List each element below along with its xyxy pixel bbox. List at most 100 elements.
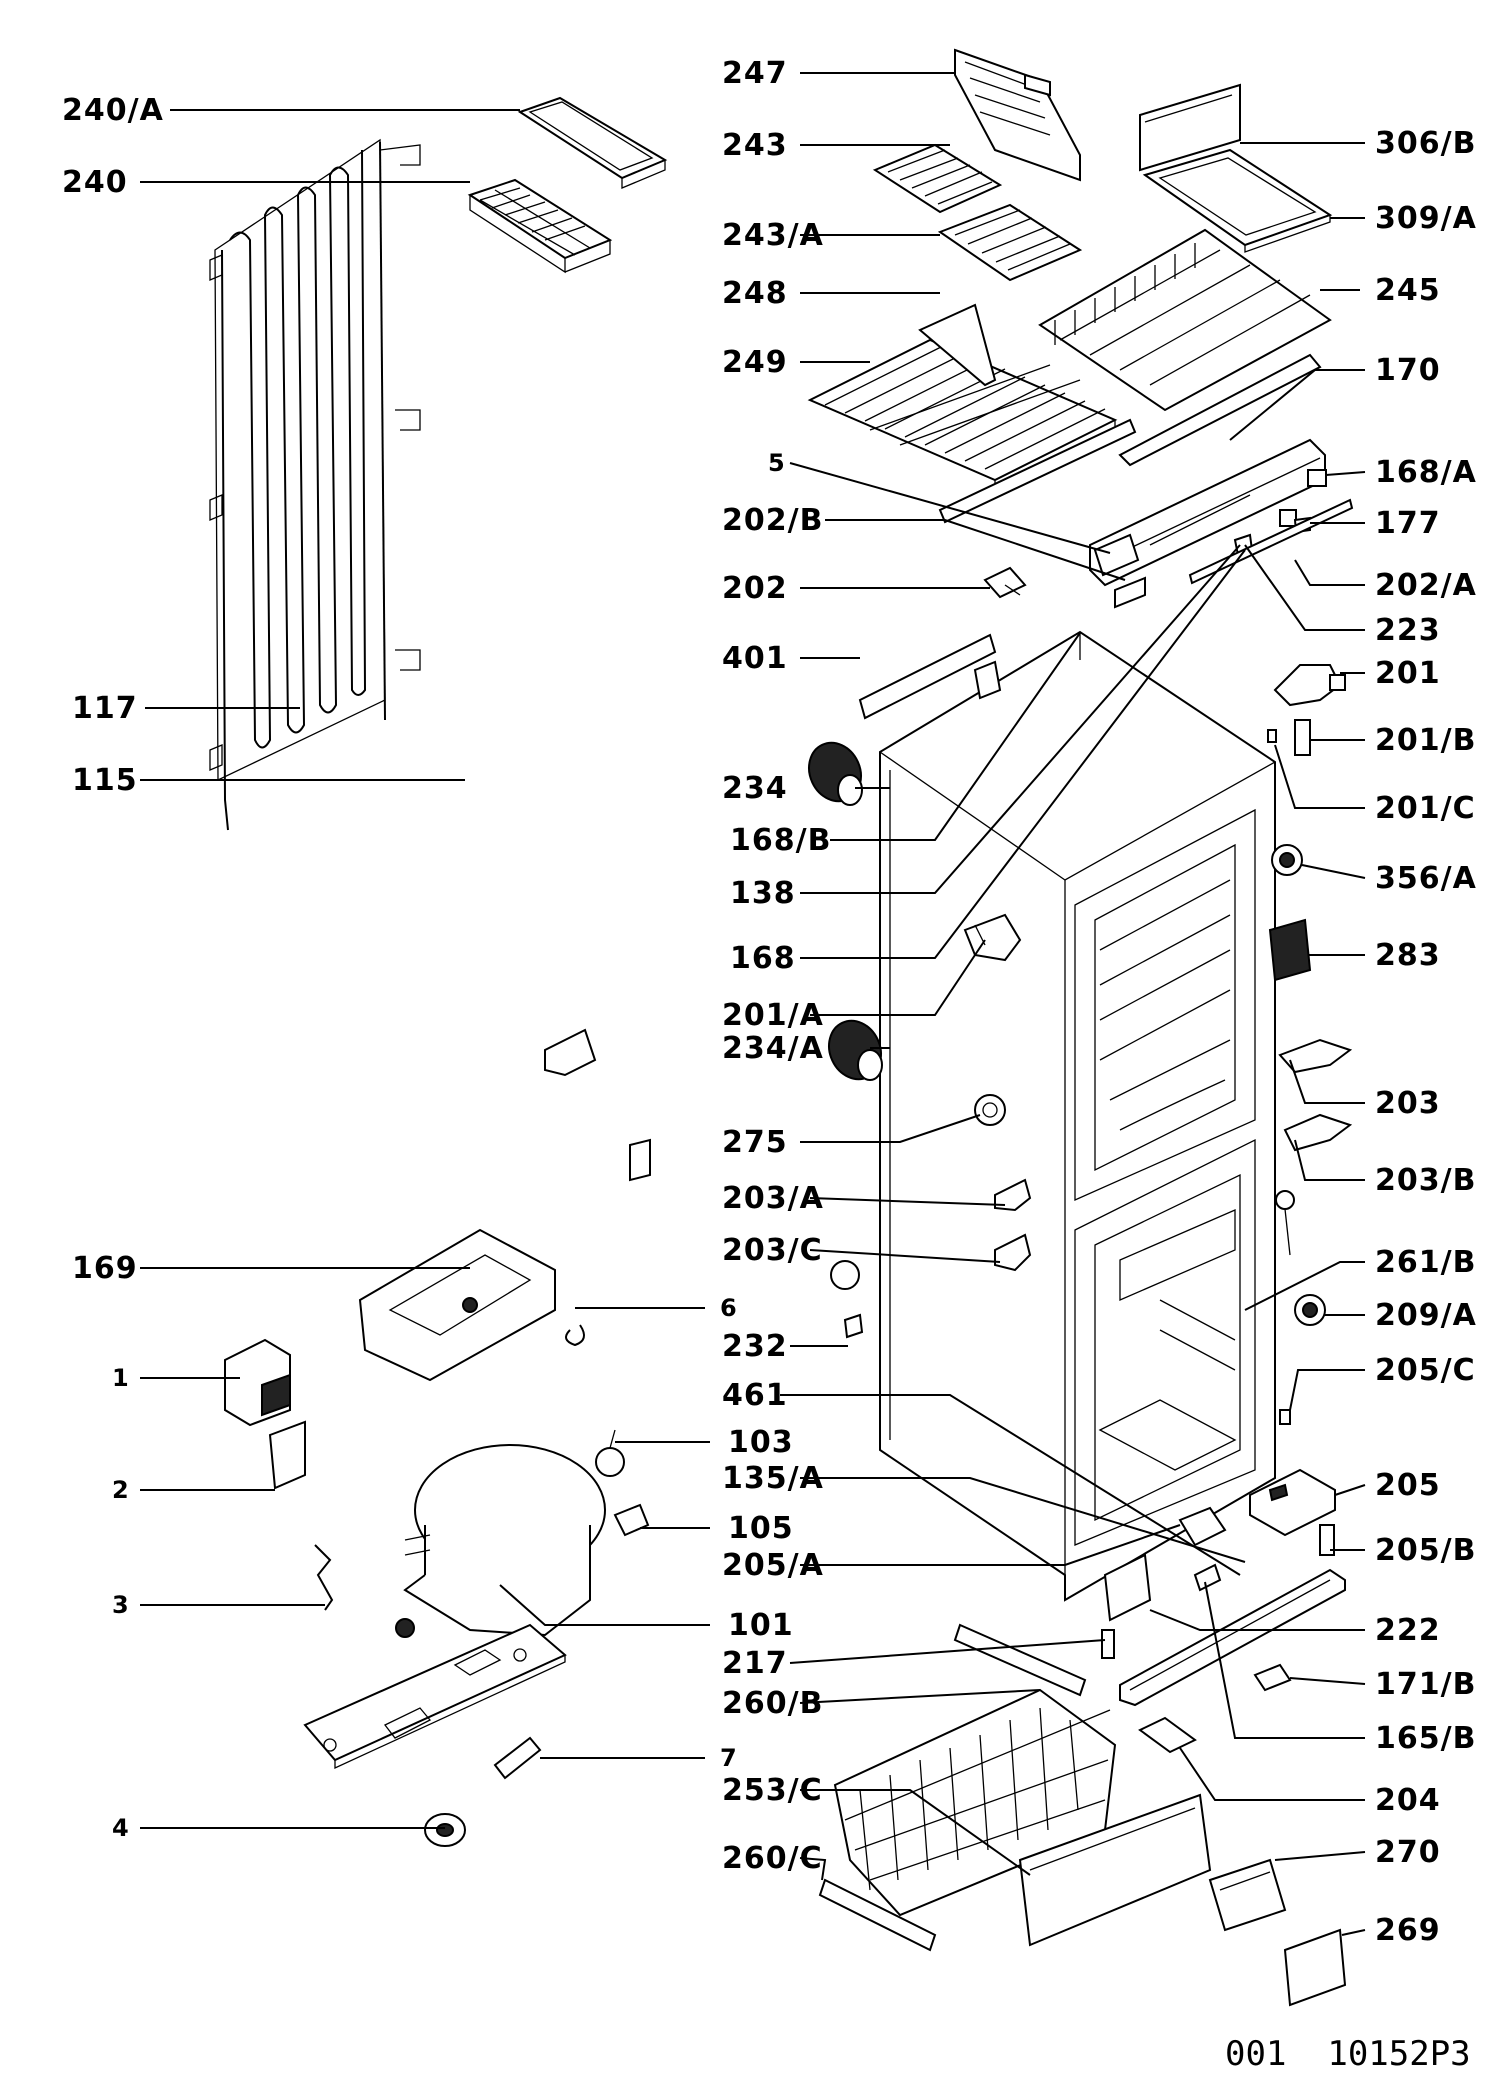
bracket-203b (1283, 1113, 1353, 1152)
label-247: 247 (722, 56, 788, 91)
label-232: 232 (722, 1329, 788, 1364)
label-205c: 205/C (1375, 1353, 1476, 1388)
drip-tray-309a (1142, 148, 1333, 253)
control-box-205 (1249, 1468, 1336, 1537)
evaporator-fan-234 (808, 741, 863, 806)
label-201a: 201/A (722, 998, 824, 1033)
knob-275 (974, 1094, 1006, 1126)
starter-105 (613, 1503, 650, 1537)
label-170: 170 (1375, 353, 1441, 388)
door-tray-222 (1119, 1568, 1346, 1707)
small-clips-top (1188, 469, 1354, 585)
ice-tray-cover (517, 96, 668, 189)
label-461: 461 (722, 1378, 788, 1413)
crisper-cover-247 (954, 48, 1081, 182)
label-101: 101 (728, 1608, 794, 1643)
label-240a: 240/A (62, 93, 164, 128)
label-2: 2 (112, 1476, 130, 1504)
fan-209a (1294, 1294, 1326, 1326)
label-261b: 261/B (1375, 1245, 1476, 1280)
cable-3 (314, 1544, 334, 1611)
bracket-203 (1278, 1038, 1353, 1074)
label-306b: 306/B (1375, 126, 1476, 161)
label-201b: 201/B (1375, 723, 1476, 758)
switch-356a (1271, 844, 1303, 876)
glide-260b (953, 1623, 1087, 1697)
grommet-4 (424, 1813, 466, 1847)
shelf-grate-243 (872, 143, 1083, 282)
label-260c: 260/C (722, 1841, 823, 1876)
shelf-trims (938, 353, 1322, 524)
label-115: 115 (72, 763, 138, 798)
hinge-pin-217 (1101, 1629, 1115, 1659)
label-5: 5 (768, 449, 786, 477)
clip-171b (1253, 1663, 1292, 1692)
label-1: 1 (112, 1364, 130, 1392)
label-168: 168 (730, 941, 796, 976)
label-3: 3 (112, 1591, 130, 1619)
thermostat-probe (1275, 1190, 1295, 1256)
handle-270 (1208, 1858, 1287, 1932)
label-248: 248 (722, 276, 788, 311)
label-203c: 203/C (722, 1233, 823, 1268)
label-223: 223 (1375, 613, 1441, 648)
compressor-101 (403, 1444, 606, 1637)
label-234: 234 (722, 771, 788, 806)
sleeve-7 (493, 1736, 542, 1780)
label-240: 240 (62, 165, 128, 200)
label-243: 243 (722, 128, 788, 163)
label-243a: 243/A (722, 218, 824, 253)
label-169: 169 (72, 1251, 138, 1286)
label-plate-269 (1283, 1928, 1347, 2007)
light-diffuser-401 (858, 633, 1002, 720)
label-7: 7 (720, 1744, 738, 1772)
label-201: 201 (1375, 656, 1441, 691)
bulb-201b (1267, 719, 1311, 756)
overload-103 (595, 1429, 625, 1477)
relay-1 (224, 1338, 291, 1427)
label-203: 203 (1375, 1086, 1441, 1121)
label-6: 6 (720, 1294, 738, 1322)
label-209a: 209/A (1375, 1298, 1477, 1333)
clip-top-left (544, 1028, 597, 1077)
label-165b: 165/B (1375, 1721, 1476, 1756)
label-205: 205 (1375, 1468, 1441, 1503)
leader-lines (140, 72, 1366, 1936)
fan-grille-283 (1268, 918, 1312, 982)
hinge-bracket-135a (1103, 1553, 1152, 1622)
wire-shelf-249 (807, 303, 1118, 490)
glide-260c (818, 1878, 937, 1952)
label-135a: 135/A (722, 1461, 824, 1496)
label-117: 117 (72, 691, 138, 726)
cap-232 (830, 1260, 864, 1339)
clip-165b (1193, 1563, 1222, 1592)
label-205a: 205/A (722, 1548, 824, 1583)
bracket-203a (994, 1178, 1032, 1212)
label-204: 204 (1375, 1783, 1441, 1818)
label-203a: 203/A (722, 1181, 824, 1216)
thermostat-knob-202 (983, 566, 1027, 599)
ice-tray (467, 178, 613, 274)
label-253c: 253/C (722, 1773, 823, 1808)
drip-tray-169 (358, 1228, 556, 1382)
lamp-holder-201 (1273, 664, 1346, 707)
label-269: 269 (1375, 1913, 1441, 1948)
condenser-coil (209, 138, 421, 831)
label-203b: 203/B (1375, 1163, 1476, 1198)
label-105: 105 (728, 1511, 794, 1546)
label-177: 177 (1375, 506, 1441, 541)
fan-motor-234a (828, 1019, 883, 1081)
label-275: 275 (722, 1125, 788, 1160)
label-283: 283 (1375, 938, 1441, 973)
cover-2 (268, 1420, 306, 1490)
clip-205c (1279, 1409, 1291, 1425)
crisper-front (1018, 1793, 1212, 1947)
cap-top-left (629, 1138, 651, 1182)
glass-shelf-306b (1139, 83, 1241, 172)
label-205b: 205/B (1375, 1533, 1476, 1568)
part-labels: 240/A 240 117 115 169 1 2 3 4 6 7 103 10… (62, 56, 1477, 2074)
label-249: 249 (722, 345, 788, 380)
label-202: 202 (722, 571, 788, 606)
relay-205b (1319, 1524, 1335, 1556)
